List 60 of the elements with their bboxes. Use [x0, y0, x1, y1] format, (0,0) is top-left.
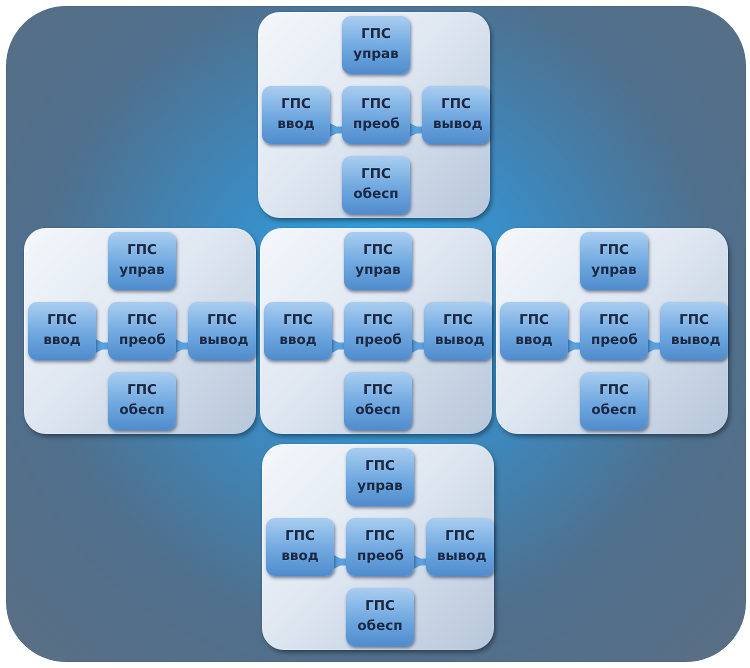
group-panel [258, 12, 490, 218]
box-label: ГПС обесп [353, 165, 399, 204]
arrow [408, 122, 424, 138]
box-label: ГПС управ [591, 241, 637, 280]
process-box [344, 302, 412, 360]
box-label: ГПС управ [355, 241, 401, 280]
process-box [500, 302, 568, 360]
box-label: ГПС ввод [276, 95, 316, 134]
process-box [580, 232, 648, 290]
group-panel [496, 228, 728, 434]
arrow [328, 122, 344, 138]
box-label: ГПС ввод [514, 311, 554, 350]
box-label: ГПС преоб [353, 95, 399, 134]
process-box [344, 232, 412, 290]
box-label: ГПС управ [357, 457, 403, 496]
arrow [330, 338, 346, 354]
process-box [28, 302, 96, 360]
process-box [342, 86, 410, 144]
arrow [332, 554, 348, 570]
group-panel [260, 228, 492, 434]
box-label: ГПС преоб [357, 527, 403, 566]
process-box [108, 372, 176, 430]
arrow [566, 338, 582, 354]
box-label: ГПС обесп [119, 381, 165, 420]
process-box [108, 232, 176, 290]
arrow [94, 338, 110, 354]
process-box [346, 448, 414, 506]
process-box [426, 518, 494, 576]
process-box [266, 518, 334, 576]
process-box [346, 518, 414, 576]
arrow [412, 554, 428, 570]
box-label: ГПС обесп [591, 381, 637, 420]
arrow [410, 338, 426, 354]
box-label: ГПС преоб [119, 311, 165, 350]
process-box [264, 302, 332, 360]
box-label: ГПС ввод [280, 527, 320, 566]
process-box [344, 372, 412, 430]
process-box [188, 302, 256, 360]
process-box [580, 302, 648, 360]
box-label: ГПС преоб [591, 311, 637, 350]
process-box [108, 302, 176, 360]
box-label: ГПС ввод [42, 311, 82, 350]
box-label: ГПС обесп [355, 381, 401, 420]
process-box [342, 16, 410, 74]
process-box [580, 372, 648, 430]
box-label: ГПС управ [353, 25, 399, 64]
box-label: ГПС управ [119, 241, 165, 280]
process-box [346, 588, 414, 646]
process-box [262, 86, 330, 144]
group-panel [262, 444, 494, 650]
box-label: ГПС обесп [357, 597, 403, 636]
group-panel [24, 228, 256, 434]
process-box [342, 156, 410, 214]
box-label: ГПС преоб [355, 311, 401, 350]
box-label: ГПС ввод [278, 311, 318, 350]
process-box [424, 302, 492, 360]
arrow [646, 338, 662, 354]
process-box [660, 302, 728, 360]
process-box [422, 86, 490, 144]
arrow [174, 338, 190, 354]
